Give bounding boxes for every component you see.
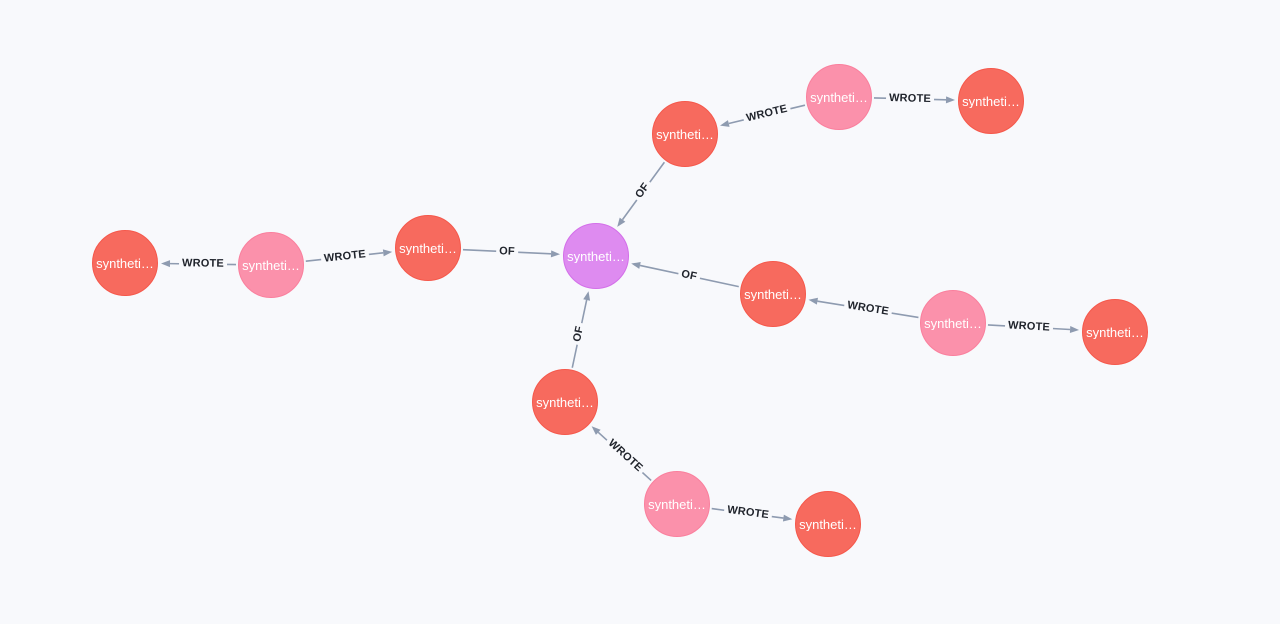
graph-node-label: syntheti…	[399, 241, 457, 255]
graph-node-label: syntheti…	[924, 316, 982, 330]
graph-node[interactable]: syntheti…	[958, 68, 1024, 134]
edge-arrow-icon	[1069, 326, 1080, 333]
edge-arrow-icon	[583, 291, 591, 301]
graph-node[interactable]: syntheti…	[652, 101, 718, 167]
edge-arrow-icon	[720, 120, 730, 127]
graph-node-label: syntheti…	[567, 249, 625, 263]
graph-node-label: syntheti…	[648, 497, 706, 511]
edge-arrow-icon	[631, 262, 641, 269]
graph-node-label: syntheti…	[962, 94, 1020, 108]
graph-node[interactable]: syntheti…	[1082, 299, 1148, 365]
graph-node[interactable]: syntheti…	[740, 261, 806, 327]
edge-line	[873, 97, 947, 101]
graph-node-label: syntheti…	[96, 256, 154, 270]
edge-line	[462, 248, 552, 255]
graph-node[interactable]: syntheti…	[795, 491, 861, 557]
graph-node[interactable]: syntheti…	[238, 232, 304, 298]
edge-line	[621, 161, 666, 221]
graph-node[interactable]: syntheti…	[563, 223, 629, 289]
edge-line	[987, 324, 1071, 331]
edge-line	[711, 507, 784, 519]
edge-arrow-icon	[782, 514, 793, 522]
edge-line	[728, 104, 806, 125]
edge-arrow-icon	[617, 217, 626, 227]
graph-node-label: syntheti…	[744, 287, 802, 301]
graph-node-label: syntheti…	[536, 395, 594, 409]
edge-line	[597, 431, 652, 482]
edge-line	[639, 264, 739, 288]
edge-line	[571, 299, 588, 368]
graph-node-label: syntheti…	[1086, 325, 1144, 339]
edge-line	[817, 300, 919, 319]
graph-node[interactable]: syntheti…	[644, 471, 710, 537]
graph-node-label: syntheti…	[656, 127, 714, 141]
edge-line	[169, 262, 237, 266]
edge-arrow-icon	[808, 297, 818, 305]
edge-arrow-icon	[160, 260, 171, 268]
edge-arrow-icon	[945, 96, 956, 104]
edge-line	[305, 252, 384, 263]
graph-node[interactable]: syntheti…	[920, 290, 986, 356]
graph-node[interactable]: syntheti…	[532, 369, 598, 435]
graph-node-label: syntheti…	[799, 517, 857, 531]
graph-node[interactable]: syntheti…	[806, 64, 872, 130]
graph-node-label: syntheti…	[242, 258, 300, 272]
graph-node[interactable]: syntheti…	[395, 215, 461, 281]
graph-node[interactable]: syntheti…	[92, 230, 158, 296]
graph-node-label: syntheti…	[810, 90, 868, 104]
edge-arrow-icon	[550, 250, 561, 258]
edge-arrow-icon	[382, 249, 393, 257]
edge-arrow-icon	[591, 426, 601, 435]
